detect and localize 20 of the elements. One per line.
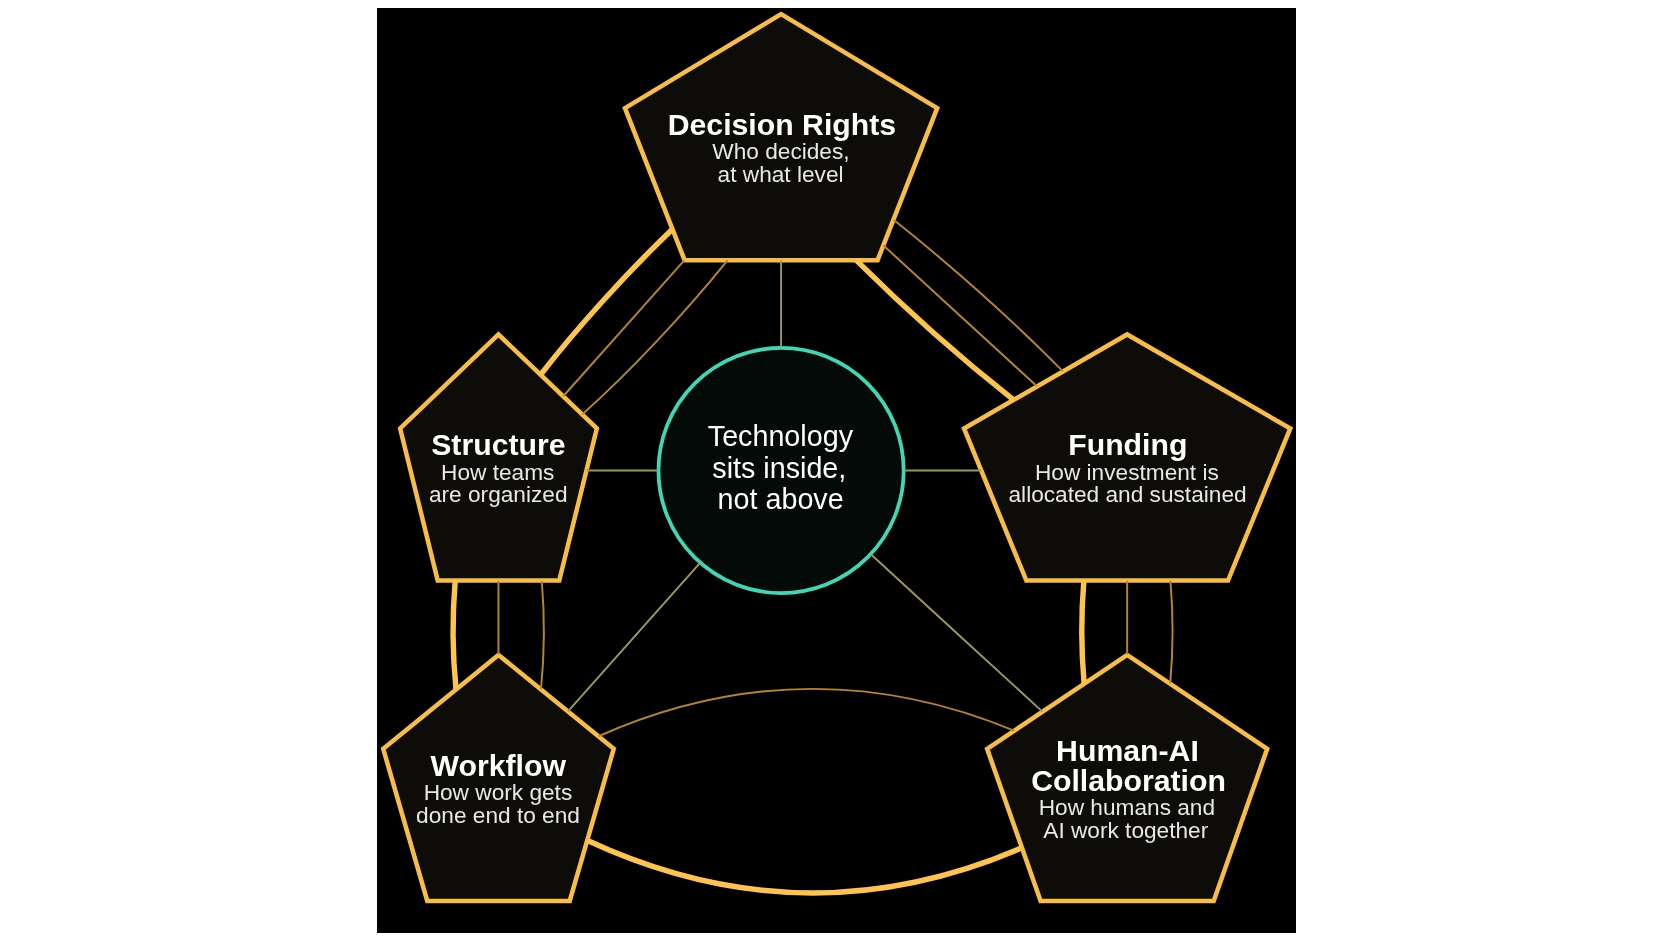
connector (779, 259, 782, 349)
connector (1168, 579, 1173, 685)
connector (869, 553, 1043, 713)
connector (585, 838, 1023, 896)
connector (539, 579, 545, 691)
connector (882, 244, 1038, 388)
connector (585, 469, 659, 472)
connector (902, 469, 982, 472)
connector (449, 580, 459, 690)
connector (1078, 580, 1087, 684)
connector (561, 259, 685, 398)
connector (581, 259, 728, 416)
connector (854, 258, 1015, 402)
connector (566, 562, 701, 713)
connector (597, 687, 1015, 738)
node-circle: Technology sits inside, not above (656, 346, 906, 595)
connector (892, 219, 1064, 373)
connector (497, 579, 499, 656)
connector (1125, 579, 1128, 656)
connector (538, 227, 674, 377)
